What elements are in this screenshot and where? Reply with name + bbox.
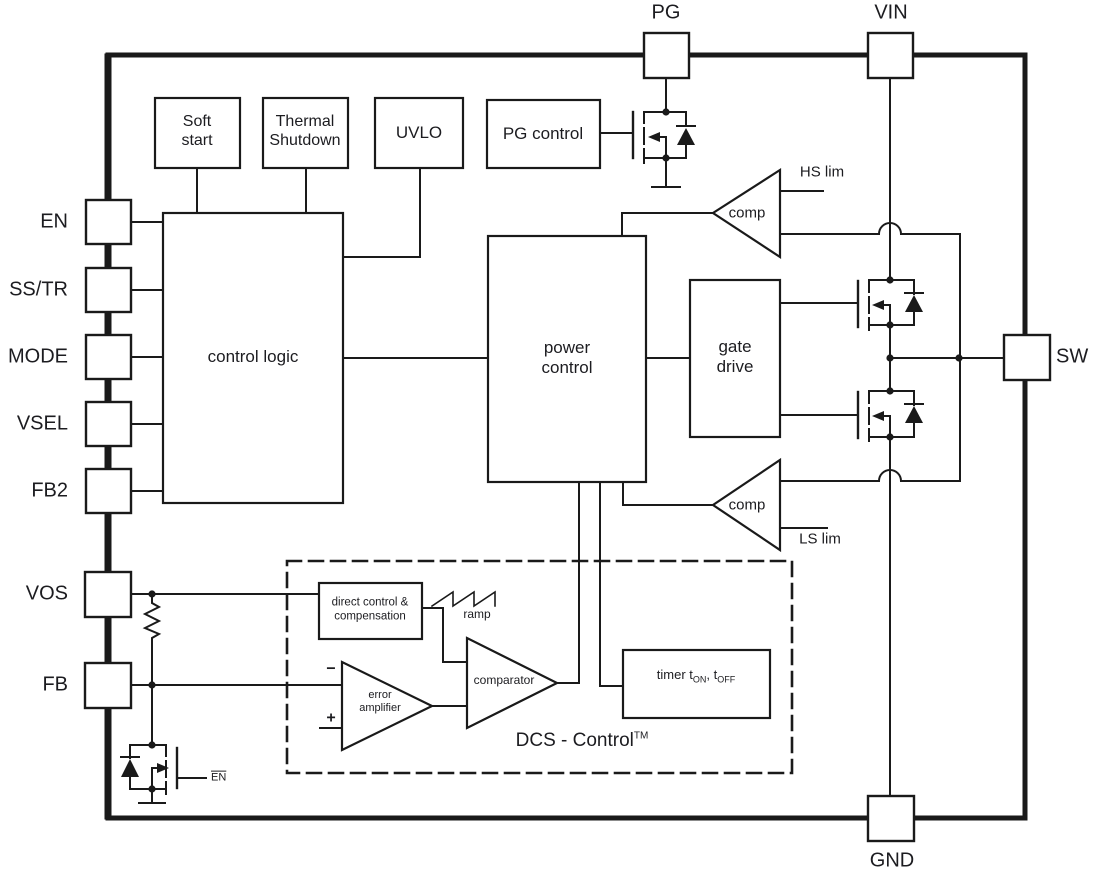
resistor-symbol [142,593,162,686]
uvlo-label: UVLO [395,123,443,143]
junction-dots [148,108,963,793]
pin-box-mode [84,333,133,381]
ramp-waveform-icon [430,590,496,608]
wire-hscomp-out [621,212,714,237]
high-side-mosfet-symbol [856,279,924,331]
amplifier-triangles [340,167,782,752]
hs-comp-label: comp [728,204,766,222]
pin-box-en [84,198,133,246]
pin-label-fb: FB [42,673,68,696]
gate-drive-label: gate drive [716,336,754,376]
error-amplifier-triangle [340,660,435,752]
power-control-box [486,234,648,484]
pin-label-vin: VIN [874,1,908,24]
direct-control-box [317,581,424,641]
wire-hscomp-sense-hop [779,222,961,235]
dcs-control-label: DCS - ControlTM [515,729,649,751]
wire-power-to-timer [599,481,624,687]
control-logic-box [161,211,345,505]
erroramp-plus-sign: + [326,709,336,727]
control-logic-label: control logic [207,347,299,367]
pin-label-vsel: VSEL [16,412,68,435]
pin-label-en: EN [40,210,68,233]
wire-uvlo [342,167,421,258]
thermal-shutdown-box [261,96,350,170]
error-amplifier-label: error amplifier [359,689,401,714]
pin-box-sw [1002,333,1052,382]
pin-label-pg: PG [651,1,681,24]
fb-pulldown-mosfet-symbol [120,744,207,804]
hs-lim-label: HS lim [799,163,845,181]
uvlo-box [373,96,465,170]
soft-start-box [153,96,242,170]
pg-mosfet-symbol [631,110,696,188]
power-control-label: power control [541,337,593,377]
pin-label-mode: MODE [8,345,68,368]
pin-box-gnd [866,794,916,843]
wire-directcontrol-out [421,607,468,663]
main-comparator-label: comparator [473,673,535,688]
thermal-shutdown-label: Thermal Shutdown [269,113,341,149]
pin-label-vos: VOS [25,582,68,605]
direct-control-label: direct control & compensation [331,596,409,622]
pg-control-box [485,98,602,170]
pin-box-sstr [84,266,133,314]
pin-box-fb [83,661,133,710]
pin-label-sw: SW [1056,345,1089,368]
soft-start-label: Soft start [181,113,213,149]
ls-lim-label: LS lim [799,530,841,548]
function-blocks [153,96,782,720]
ls-comp-label: comp [728,496,766,514]
wire-lscomp-sense-hop [779,469,961,482]
wire-lscomp-out [622,481,714,506]
ground-symbol [651,157,681,188]
pin-box-pg [642,31,691,80]
pin-box-vin [866,31,915,80]
main-comparator-triangle [465,636,560,730]
wires [129,77,1005,797]
en-gate-label: EN [211,771,227,784]
pin-label-fb2: FB2 [31,479,68,502]
ramp-label: ramp [463,607,491,622]
timer-label: timer tON, tOFF [656,666,736,685]
dcs-control-dashed-box [285,559,794,775]
gate-drive-box [688,278,782,439]
pg-control-label: PG control [502,124,584,144]
erroramp-minus-sign: − [326,660,336,678]
timer-box [621,648,772,720]
pin-boxes [83,31,1052,843]
pin-box-fb2 [84,467,133,515]
pin-label-sstr: SS/TR [9,278,68,301]
pin-label-gnd: GND [869,849,915,872]
low-side-mosfet-symbol [856,390,924,442]
ls-comparator-triangle [711,457,782,553]
pin-box-vos [83,570,133,619]
pin-box-vsel [84,400,133,448]
hs-comparator-triangle [710,167,782,260]
